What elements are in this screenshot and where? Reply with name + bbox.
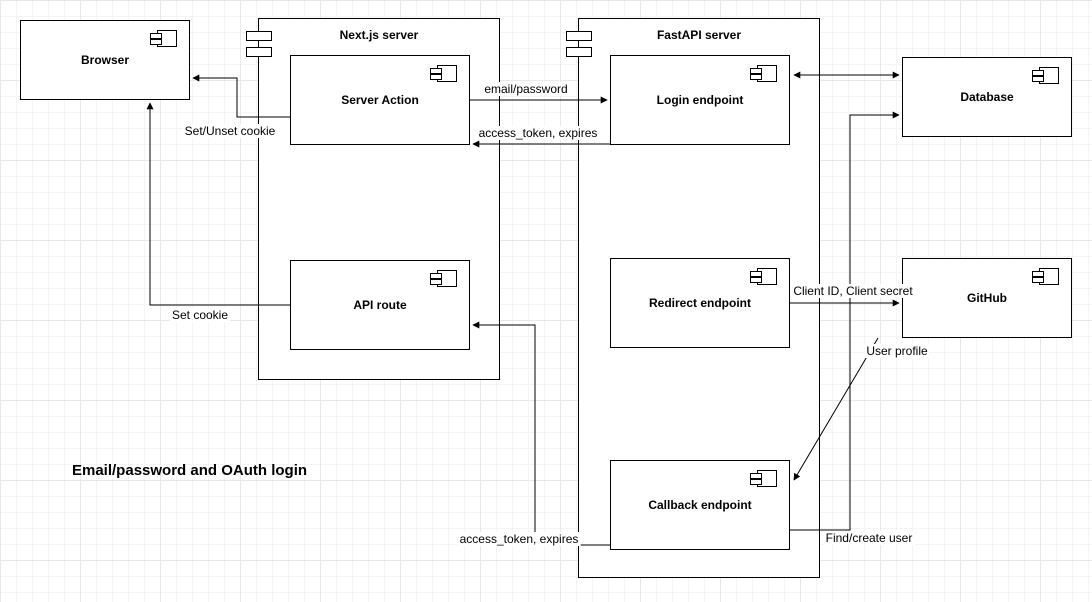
browser-label: Browser [80,53,130,67]
callback-endpoint-node[interactable]: Callback endpoint [610,460,790,550]
api-route-label: API route [353,298,407,312]
edge-label-email-password: email/password [482,82,570,96]
redirect-endpoint-node[interactable]: Redirect endpoint [610,258,790,348]
component-icon [750,470,777,487]
redirect-endpoint-label: Redirect endpoint [648,296,751,310]
nextjs-server-title: Next.js server [339,28,419,42]
server-action-node[interactable]: Server Action [290,55,470,145]
component-icon [150,30,177,47]
edge-label-find-create-user: Find/create user [823,531,915,545]
edge-set-unset-cookie[interactable] [192,74,290,118]
component-icon [750,65,777,82]
login-endpoint-label: Login endpoint [656,93,744,107]
edge-label-access-token-expires-top: access_token, expires [476,126,600,140]
login-endpoint-node[interactable]: Login endpoint [610,55,790,145]
component-icon [430,65,457,82]
api-route-node[interactable]: API route [290,260,470,350]
component-tabs-icon [566,47,592,57]
edge-label-set-unset-cookie: Set/Unset cookie [182,124,278,138]
edge-find-create-user[interactable] [790,111,900,531]
edge-user-profile[interactable] [793,337,879,481]
component-tabs-icon [246,31,272,41]
fastapi-server-title: FastAPI server [656,28,742,42]
database-label: Database [960,90,1014,104]
component-icon [1032,67,1059,84]
diagram-title: Email/password and OAuth login [72,462,308,479]
edge-label-access-token-expires-bottom: access_token, expires [457,532,581,546]
database-node[interactable]: Database [902,57,1072,137]
edge-set-cookie[interactable] [146,102,290,306]
component-icon [1032,268,1059,285]
edge-label-user-profile: User profile [864,344,930,358]
server-action-label: Server Action [341,93,419,107]
component-icon [750,268,777,285]
component-icon [430,270,457,287]
component-tabs-icon [566,31,592,41]
callback-endpoint-label: Callback endpoint [648,498,752,512]
github-label: GitHub [967,291,1007,305]
edge-label-set-cookie: Set cookie [169,308,231,322]
browser-node[interactable]: Browser [20,20,190,100]
component-tabs-icon [246,47,272,57]
github-node[interactable]: GitHub [902,258,1072,338]
edge-label-client-id-client-secret: Client ID, Client secret [791,284,915,298]
